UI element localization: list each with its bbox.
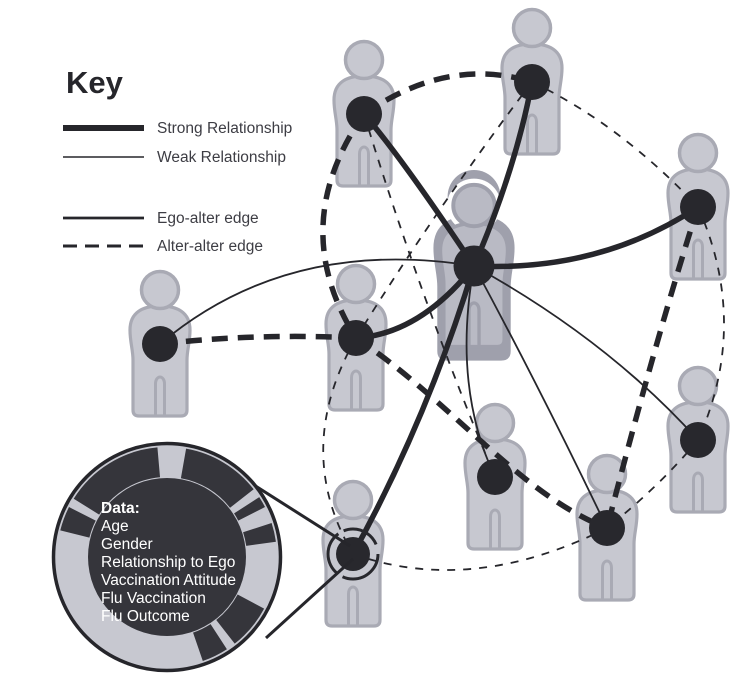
head [139, 269, 181, 311]
magnifier-ring-segment [192, 623, 227, 662]
magnifier-heading: Data: [101, 500, 140, 517]
legs-line [601, 559, 613, 600]
edge-alter-alter-tr-br [604, 206, 701, 529]
legend-title: Key [66, 65, 124, 100]
legs-line [358, 145, 370, 186]
node-tr [680, 189, 716, 225]
callout-line-bottom [264, 557, 355, 640]
legs-line [350, 369, 362, 410]
magnifier-line-relationship: Relationship to Ego [101, 554, 235, 571]
magnifier-core-disc [88, 478, 246, 636]
legend-label-alter-alter: Alter-alter edge [157, 238, 263, 255]
magnifier-line-attitude: Vaccination Attitude [101, 572, 236, 589]
magnifier-line-outcome: Flu Outcome [101, 608, 190, 625]
edge-alter-alter-tr-rl [697, 206, 725, 441]
legs-line [467, 301, 481, 347]
edge-alter-alter-tc-tr [531, 81, 699, 208]
edge-ego-alter-ego-br [473, 265, 608, 529]
legs-line [154, 375, 166, 416]
legs-line [526, 113, 538, 154]
edge-alter-alter-ml-br [354, 335, 608, 531]
edge-ego-alter-ego-fl [159, 258, 475, 345]
legend-label-strong: Strong Relationship [157, 120, 292, 137]
node-tl [346, 96, 382, 132]
edge-ego-alter-ego-tc [471, 81, 535, 268]
magnifier-data-list: Data: Age Gender Relationship to Ego Vac… [101, 500, 236, 625]
magnifier-ring-segment [60, 507, 96, 539]
head [677, 365, 719, 407]
head [451, 182, 497, 229]
node-ego [453, 245, 495, 287]
legend-label-ego-alter: Ego-alter edge [157, 210, 259, 227]
edge-alter-alter-tl-ml [320, 112, 367, 340]
magnifier-ring-segment [73, 447, 161, 516]
edge-alter-alter-ml-rn [322, 337, 357, 555]
node-br [589, 510, 625, 546]
nodes-layer [142, 64, 716, 581]
head [511, 7, 553, 49]
edge-ego-alter-ego-rl [473, 265, 699, 441]
edge-ego-alter-ego-rn [350, 265, 477, 556]
edge-ego-alter-ego-bc [465, 265, 496, 478]
legend: Key Strong Relationship Weak Relationshi… [63, 65, 292, 255]
edge-ego-alter-ego-tr [473, 204, 700, 270]
node-bc [477, 459, 513, 495]
edge-alter-alter-tl-bc [363, 113, 496, 478]
magnifier-ring-segment [233, 497, 266, 521]
node-ml [338, 320, 374, 356]
node-fl [142, 326, 178, 362]
head [677, 132, 719, 174]
magnifier-callout [51, 441, 355, 673]
magnifier-line-age: Age [101, 518, 129, 535]
magnifier-line-gender: Gender [101, 536, 153, 553]
head [335, 263, 377, 305]
node-tc [514, 64, 550, 100]
legend-label-weak: Weak Relationship [157, 149, 286, 166]
magnifier-ring-segment [242, 523, 276, 547]
head [343, 39, 385, 81]
node-rn [336, 537, 370, 571]
head [474, 402, 516, 444]
magnifier-ring-segment [215, 594, 265, 644]
magnifier-ring-segment [180, 448, 254, 509]
edge-alter-alter-rn-br [352, 527, 608, 571]
legs-line [692, 471, 704, 512]
node-rl [680, 422, 716, 458]
magnifier-line-vaccination: Flu Vaccination [101, 590, 206, 607]
edge-alter-alter-tl-tc [362, 71, 533, 117]
legs-line [692, 238, 704, 279]
magnified-node-ring [326, 527, 380, 581]
legs-line [347, 585, 359, 626]
head [332, 479, 374, 521]
legs-line [489, 508, 501, 549]
